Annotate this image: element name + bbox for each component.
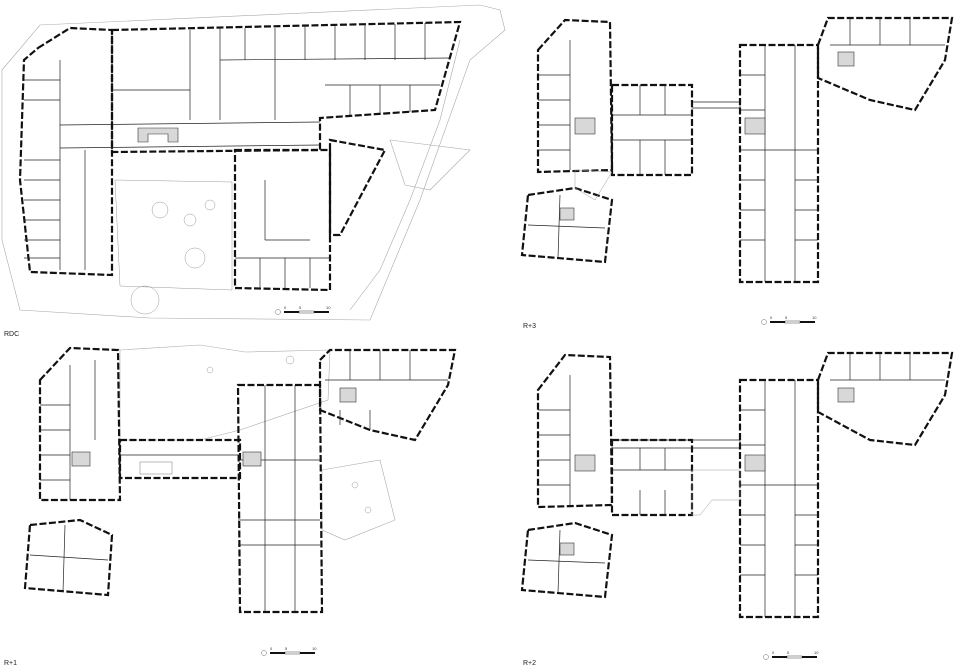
rdc-courtyard xyxy=(114,179,233,291)
r2-bridge xyxy=(611,439,741,449)
scale-bar-r2: 0 5 10 xyxy=(763,650,819,660)
plan-label-r2: R+2 xyxy=(523,660,536,667)
r3-east-block xyxy=(738,43,820,284)
r1-link xyxy=(118,438,242,480)
plan-r3 xyxy=(520,16,954,284)
courtyard-tree xyxy=(183,213,197,227)
scale-tick: 5 xyxy=(785,315,788,320)
r2-west-wing xyxy=(536,353,614,509)
r3-bridge xyxy=(691,101,741,109)
rdc-north-block xyxy=(110,20,462,154)
r1-west-wing xyxy=(38,346,122,502)
site-boundary xyxy=(1,4,506,321)
scale-bar-r3: 0 5 10 xyxy=(761,315,817,325)
courtyard-tree xyxy=(151,201,169,219)
r3-northeast-wing xyxy=(816,16,954,112)
plan-r1 xyxy=(23,344,457,614)
scale-tick: 5 xyxy=(285,646,288,651)
scale-tick: 10 xyxy=(814,650,819,655)
plan-label-rdc: RDC xyxy=(4,331,19,338)
r3-connector xyxy=(574,169,613,201)
north-arrow-icon xyxy=(763,654,769,660)
north-arrow-icon xyxy=(275,309,281,315)
r2-core xyxy=(744,454,766,472)
r3-west-wing xyxy=(536,18,614,174)
r2-core xyxy=(574,454,596,472)
north-arrow-icon xyxy=(761,319,767,325)
rdc-southeast-block xyxy=(233,148,332,292)
plan-label-r3: R+3 xyxy=(523,323,536,330)
scale-bar-rdc: 0 5 10 xyxy=(275,305,331,315)
rdc-corridor xyxy=(59,144,321,149)
scale-bar-r1: 0 5 10 xyxy=(261,646,317,656)
r3-link-block xyxy=(610,83,694,177)
north-arrow-icon xyxy=(261,650,267,656)
scale-tick: 0 xyxy=(270,646,273,651)
courtyard-tree xyxy=(130,285,160,315)
r1-planter xyxy=(364,506,372,514)
r2-east-block xyxy=(738,378,820,619)
scale-tick: 10 xyxy=(812,315,817,320)
plan-r2 xyxy=(520,351,954,619)
courtyard-tree xyxy=(184,247,206,269)
rdc-west-wing xyxy=(18,26,114,277)
r1-terrace-east xyxy=(321,459,396,541)
scale-tick: 5 xyxy=(299,305,302,310)
r2-rooms xyxy=(527,353,945,617)
r1-planter xyxy=(285,355,295,365)
plan-label-r1: R+1 xyxy=(4,660,17,667)
scale-tick: 5 xyxy=(787,650,790,655)
r2-core xyxy=(837,387,855,403)
rdc-corridor xyxy=(59,121,321,126)
site-road xyxy=(389,139,471,191)
rdc-west-rooms xyxy=(24,60,86,270)
r1-core xyxy=(339,387,357,403)
r2-connector xyxy=(691,469,741,516)
plan-rdc xyxy=(1,4,506,321)
r2-core xyxy=(559,542,575,556)
r3-core xyxy=(837,51,855,67)
r2-link-block xyxy=(610,438,694,517)
rdc-reception-desk xyxy=(137,127,179,143)
r3-core xyxy=(744,117,766,135)
courtyard-tree xyxy=(204,199,216,211)
r3-core xyxy=(559,207,575,221)
r1-stair xyxy=(139,461,173,475)
r1-northeast-wing xyxy=(318,348,457,442)
r2-southwest-wing xyxy=(520,521,614,599)
r1-southwest-wing xyxy=(23,518,114,597)
r1-east-block xyxy=(236,383,324,614)
scale-tick: 0 xyxy=(770,315,773,320)
r1-planter xyxy=(206,366,214,374)
r1-core xyxy=(242,451,262,467)
r1-core xyxy=(71,451,91,467)
rdc-southeast-rooms xyxy=(235,180,330,288)
r1-rooms xyxy=(29,350,448,612)
scale-tick: 0 xyxy=(284,305,287,310)
r1-terrace xyxy=(119,344,331,441)
scale-tick: 0 xyxy=(772,650,775,655)
site-path xyxy=(349,39,461,311)
r1-planter xyxy=(351,481,359,489)
r3-southwest-wing xyxy=(520,186,614,264)
r3-rooms xyxy=(527,18,945,282)
r2-northeast-wing xyxy=(816,351,954,447)
scale-tick: 10 xyxy=(312,646,317,651)
r3-core xyxy=(574,117,596,135)
rdc-east-wedge xyxy=(328,138,387,237)
rdc-north-rooms xyxy=(112,23,451,120)
scale-tick: 10 xyxy=(326,305,331,310)
